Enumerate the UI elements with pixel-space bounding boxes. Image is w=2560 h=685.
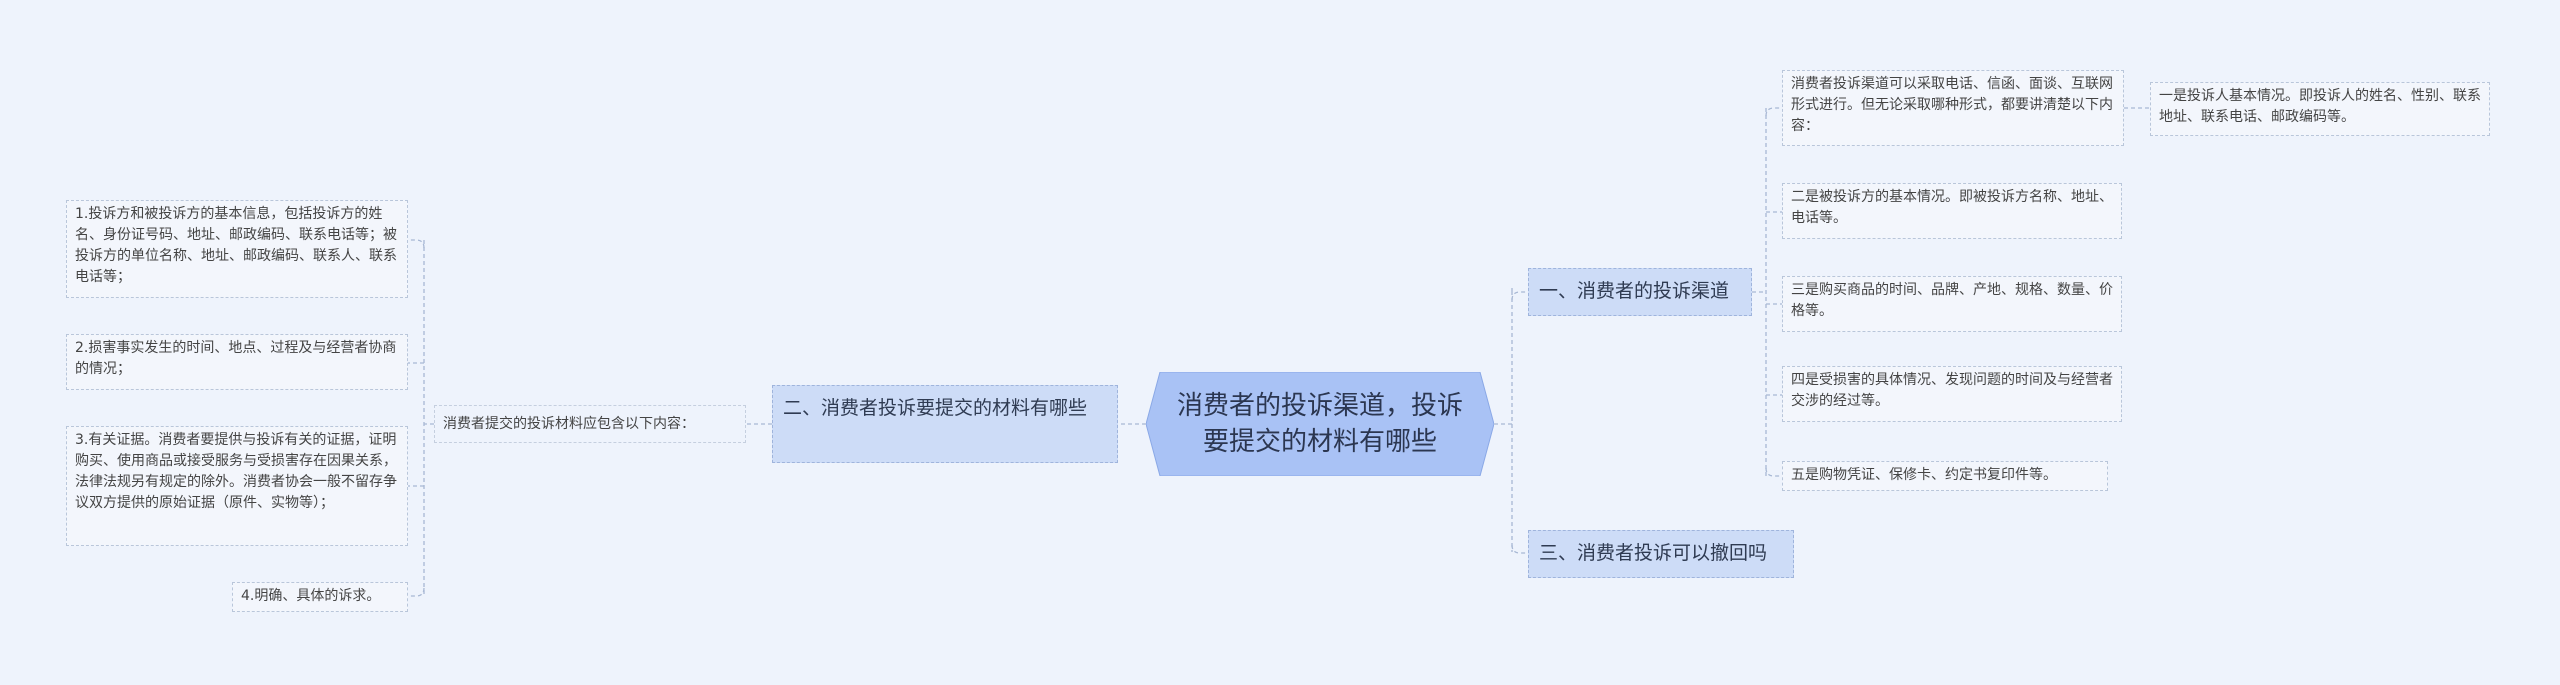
material-item-claim-text: 4.明确、具体的诉求。 [241, 588, 381, 604]
channel-intro-text: 消费者投诉渠道可以采取电话、信函、面谈、互联网形式进行。但无论采取哪种形式，都要… [1791, 76, 2113, 134]
grandchild-complainant-info-text: 一是投诉人基本情况。即投诉人的姓名、性别、联系地址、联系电话、邮政编码等。 [2159, 88, 2481, 125]
channel-item-damage-text: 四是受损害的具体情况、发现问题的时间及与经营者交涉的经过等。 [1791, 372, 2113, 409]
branch-materials-label: 二、消费者投诉要提交的材料有哪些 [783, 397, 1088, 419]
materials-intro-text: 消费者提交的投诉材料应包含以下内容： [443, 416, 695, 432]
root-node[interactable]: 消费者的投诉渠道，投诉要提交的材料有哪些 [1146, 372, 1494, 476]
material-item-facts-text: 2.损害事实发生的时间、地点、过程及与经营者协商的情况； [75, 340, 397, 377]
material-item-basic-info-text: 1.投诉方和被投诉方的基本信息，包括投诉方的姓名、身份证号码、地址、邮政编码、联… [75, 206, 397, 285]
root-title: 消费者的投诉渠道，投诉要提交的材料有哪些 [1176, 391, 1463, 457]
connector-to-item4 [408, 587, 425, 597]
channel-item-purchase[interactable]: 三是购买商品的时间、品牌、产地、规格、数量、价格等。 [1782, 276, 2122, 332]
channel-item-vouchers[interactable]: 五是购物凭证、保修卡、约定书复印件等。 [1782, 461, 2108, 491]
connector-to-item1 [408, 239, 425, 249]
channel-item-damage[interactable]: 四是受损害的具体情况、发现问题的时间及与经营者交涉的经过等。 [1782, 366, 2122, 422]
root-shape [1146, 372, 1494, 476]
channel-item-purchase-text: 三是购买商品的时间、品牌、产地、规格、数量、价格等。 [1791, 282, 2113, 319]
branch-withdraw-complaint[interactable]: 三、消费者投诉可以撤回吗 [1528, 530, 1794, 578]
branch-materials[interactable]: 二、消费者投诉要提交的材料有哪些 [772, 385, 1118, 463]
material-item-basic-info[interactable]: 1.投诉方和被投诉方的基本信息，包括投诉方的姓名、身份证号码、地址、邮政编码、联… [66, 200, 408, 298]
branch-withdraw-complaint-label: 三、消费者投诉可以撤回吗 [1539, 542, 1768, 564]
connector-to-child5 [1765, 467, 1782, 477]
material-item-claim[interactable]: 4.明确、具体的诉求。 [232, 582, 408, 612]
material-item-evidence-text: 3.有关证据。消费者要提供与投诉有关的证据，证明购买、使用商品或接受服务与受损害… [75, 432, 397, 511]
connector-to-child1 [1765, 107, 1782, 117]
grandchild-complainant-info[interactable]: 一是投诉人基本情况。即投诉人的姓名、性别、联系地址、联系电话、邮政编码等。 [2150, 82, 2490, 136]
material-item-facts[interactable]: 2.损害事实发生的时间、地点、过程及与经营者协商的情况； [66, 334, 408, 390]
branch-complaint-channels[interactable]: 一、消费者的投诉渠道 [1528, 268, 1752, 316]
channel-intro[interactable]: 消费者投诉渠道可以采取电话、信函、面谈、互联网形式进行。但无论采取哪种形式，都要… [1782, 70, 2124, 146]
channel-item-vouchers-text: 五是购物凭证、保修卡、约定书复印件等。 [1791, 467, 2057, 483]
branch-complaint-channels-label: 一、消费者的投诉渠道 [1539, 280, 1730, 302]
connector-to-branch3 [1511, 544, 1528, 554]
channel-item-respondent[interactable]: 二是被投诉方的基本情况。即被投诉方名称、地址、电话等。 [1782, 183, 2122, 239]
material-item-evidence[interactable]: 3.有关证据。消费者要提供与投诉有关的证据，证明购买、使用商品或接受服务与受损害… [66, 426, 408, 546]
connector-to-branch1 [1511, 291, 1528, 301]
channel-item-respondent-text: 二是被投诉方的基本情况。即被投诉方名称、地址、电话等。 [1791, 189, 2113, 226]
materials-intro[interactable]: 消费者提交的投诉材料应包含以下内容： [434, 405, 746, 443]
